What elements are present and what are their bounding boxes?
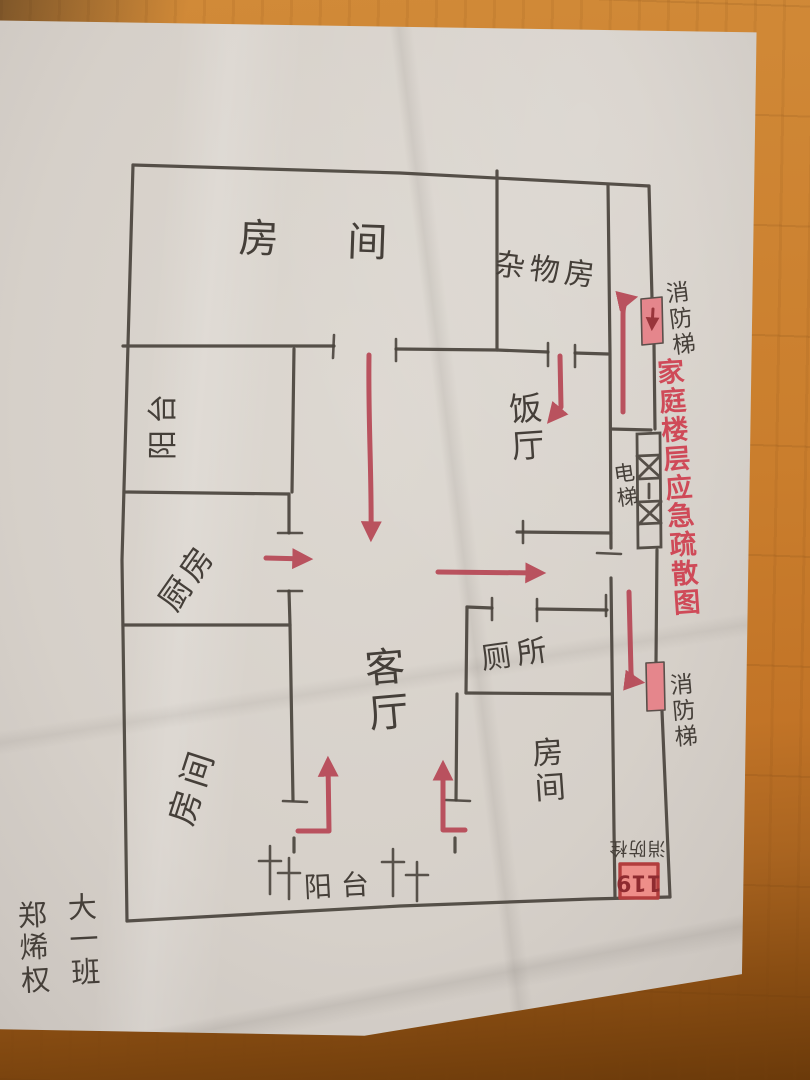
fire-hydrant-box-icon xyxy=(618,862,660,900)
kitchen-top-wall xyxy=(122,490,291,496)
upper-divider-wall xyxy=(121,344,499,352)
route-arrow-balcony-right-up-icon xyxy=(432,759,468,833)
route-arrow-corridor-down-icon xyxy=(623,589,646,691)
outer-left-wall xyxy=(120,163,135,923)
evacuation-routes xyxy=(263,290,660,834)
route-arrow-vestibule-up-icon xyxy=(615,290,639,415)
route-arrow-door-top-icon xyxy=(645,307,660,332)
outer-top-wall xyxy=(131,163,651,188)
room-label-dining: 饭厅 xyxy=(507,387,547,467)
route-arrow-dining-icon xyxy=(546,353,569,424)
hall-top-wall xyxy=(515,530,613,535)
apartment-right-wall xyxy=(606,183,617,899)
bedroom-right-left-wall xyxy=(453,692,459,854)
room-label-bedroom-top: 房 间 xyxy=(237,215,417,268)
toilet-left-wall xyxy=(464,605,469,695)
route-arrow-hall-right-icon xyxy=(435,562,547,584)
signature-name: 郑烯权 xyxy=(16,897,52,998)
toilet-bottom-wall xyxy=(464,691,613,696)
route-arrow-center-down-icon xyxy=(360,352,382,543)
door-ticks xyxy=(257,333,623,903)
emergency-number-119: 119 xyxy=(616,869,662,895)
toilet-top-wall xyxy=(465,605,609,612)
room-label-balcony-left: 阳台 xyxy=(146,388,182,460)
signature-class: 大一班 xyxy=(66,889,102,990)
outer-right-wall-bottom xyxy=(660,709,672,899)
outer-bottom-wall xyxy=(125,895,672,923)
room-label-balcony-bottom: 阳台 xyxy=(303,867,379,905)
vestibule-bottom-wall xyxy=(609,427,653,432)
route-arrow-kitchen-icon xyxy=(263,548,314,570)
fire-exit-door-bottom-icon xyxy=(645,661,666,712)
kitchen-right-wall xyxy=(287,492,292,627)
elevator-shaft-icon xyxy=(635,431,663,550)
room-label-living: 客厅 xyxy=(363,643,411,738)
left-balcony-divider xyxy=(290,347,296,494)
outer-right-wall-mid xyxy=(652,342,657,431)
room-label-bedroom-right: 房间 xyxy=(531,734,567,807)
fire-hydrant-label: 消防栓 xyxy=(608,837,666,859)
bedroom-left-right-wall xyxy=(288,623,296,854)
walls xyxy=(120,163,672,923)
storage-bottom-wall xyxy=(495,348,610,356)
balcony-railing-posts xyxy=(257,844,430,903)
outer-right-wall-low xyxy=(654,548,659,664)
route-arrow-balcony-left-up-icon xyxy=(295,755,339,834)
outer-right-wall-top xyxy=(647,184,654,300)
